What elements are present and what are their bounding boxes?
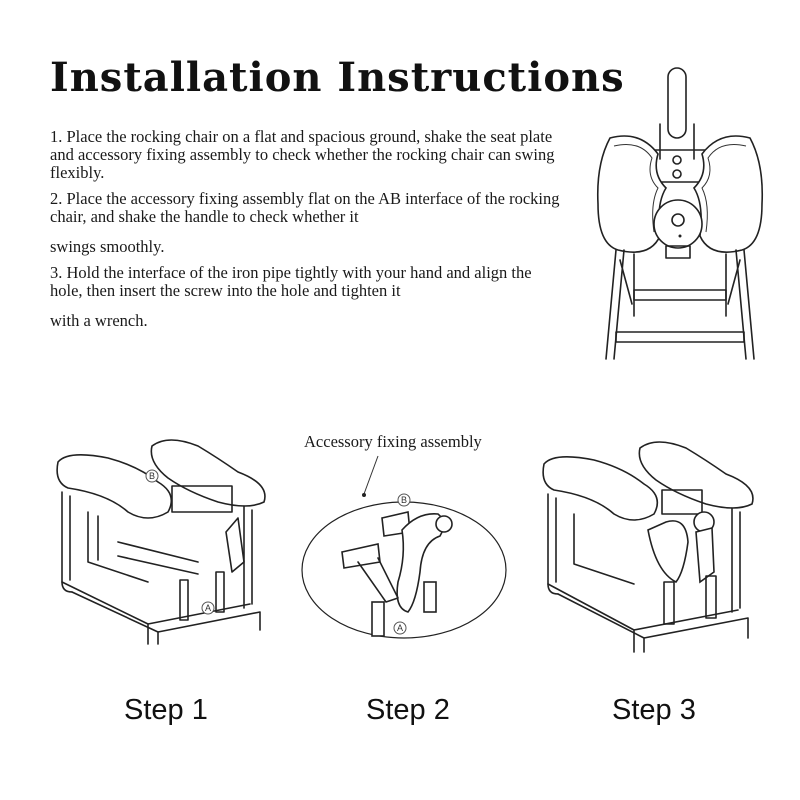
chair-top-view-drawing [596,67,764,360]
step-3-label: Step 3 [612,694,696,726]
marker-a: A [205,603,211,613]
chair-top-view-figure [590,64,770,374]
marker-a: A [397,623,403,633]
step-text-continuation: swings smoothly. [50,237,165,256]
step1-chair-drawing: B A [56,439,266,645]
step-2-label: Step 2 [366,694,450,726]
step-number: 1. [50,127,63,146]
instruction-list: 1. Place the rocking chair on a flat and… [50,128,560,338]
instruction-step-2: 2. Place the accessory fixing assembly f… [50,190,560,256]
accessory-callout-label: Accessory fixing assembly [304,432,482,451]
instruction-step-3: 3. Hold the interface of the iron pipe t… [50,264,560,330]
step1-figure: B A [48,432,278,647]
step3-chair-drawing [542,441,754,653]
marker-b: B [401,495,407,505]
step-text: Hold the interface of the iron pipe tigh… [50,263,532,300]
step2-accessory-drawing: B A [301,455,507,639]
page-title: Installation Instructions [50,54,625,101]
step2-figure: B A [298,452,510,640]
step3-figure [536,432,766,657]
step-text: Place the accessory fixing assembly flat… [50,189,560,226]
marker-b: B [149,471,155,481]
step-text-continuation: with a wrench. [50,311,148,330]
instruction-step-1: 1. Place the rocking chair on a flat and… [50,128,560,182]
step-number: 2. [50,189,63,208]
step-number: 3. [50,263,63,282]
step-text: Place the rocking chair on a flat and sp… [50,127,555,182]
step-1-label: Step 1 [124,694,208,726]
